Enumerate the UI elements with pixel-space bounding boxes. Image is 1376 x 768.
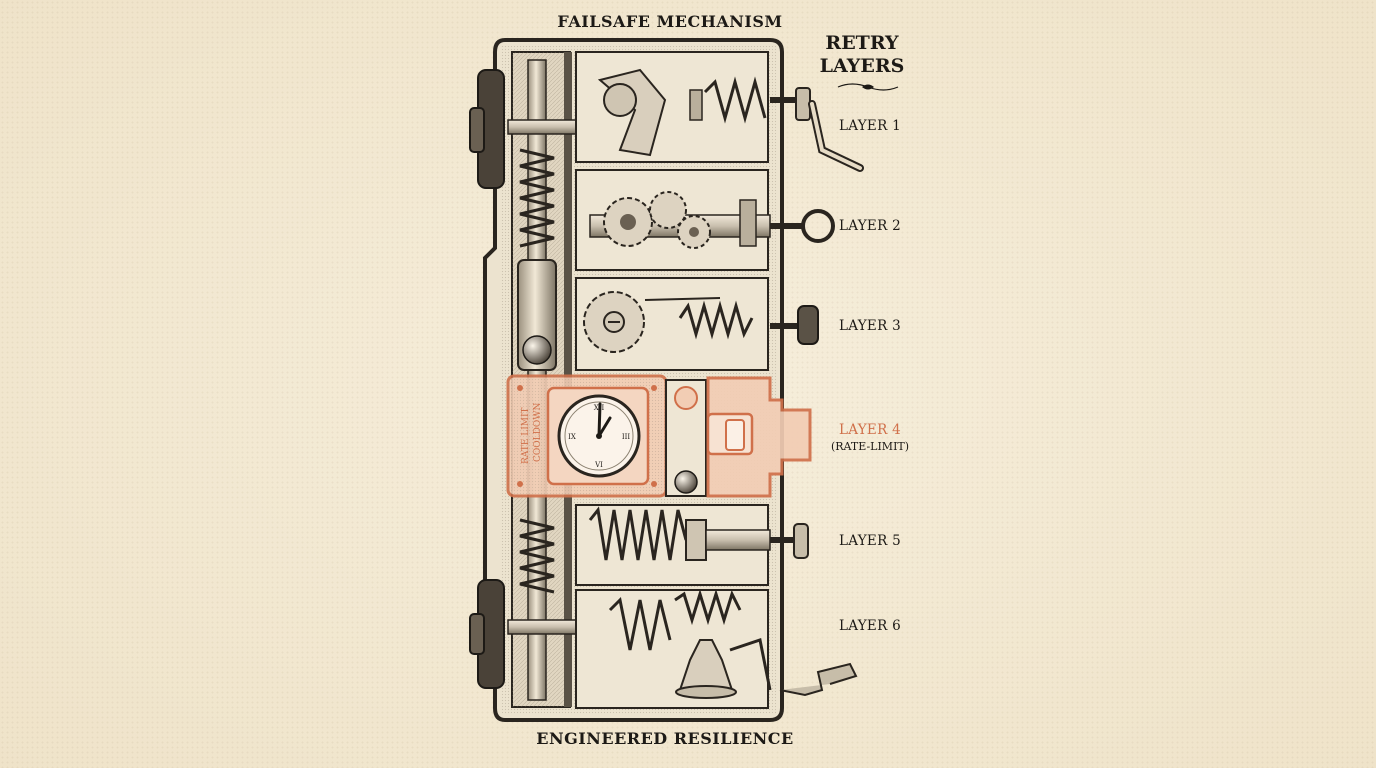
legend-layer-5: LAYER 5 xyxy=(830,533,910,549)
legend-heading-line-2: LAYERS xyxy=(810,55,914,78)
legend-layer-4-note: (RATE-LIMIT) xyxy=(824,440,916,453)
layer-4-rate-limit-module: RATE LIMIT COOLDOWN XII III VI IX xyxy=(508,376,810,496)
legend-layer-3: LAYER 3 xyxy=(830,318,910,334)
plate-label-line-1: RATE LIMIT xyxy=(521,407,531,464)
ornament-flourish-icon xyxy=(836,80,900,94)
diagram-caption: ENGINEERED RESILIENCE xyxy=(510,729,820,748)
legend-layer-1: LAYER 1 xyxy=(830,118,910,134)
legend-heading: RETRY LAYERS xyxy=(810,32,914,78)
legend-layer-4: LAYER 4 xyxy=(830,422,910,438)
svg-text:VI: VI xyxy=(594,461,603,469)
svg-text:III: III xyxy=(622,433,631,441)
legend-heading-line-1: RETRY xyxy=(810,32,914,55)
legend-layer-2: LAYER 2 xyxy=(830,218,910,234)
legend-layer-6: LAYER 6 xyxy=(830,618,910,634)
svg-text:XII: XII xyxy=(594,404,605,412)
svg-text:IX: IX xyxy=(568,433,576,441)
plate-label-line-2: COOLDOWN xyxy=(533,403,543,462)
